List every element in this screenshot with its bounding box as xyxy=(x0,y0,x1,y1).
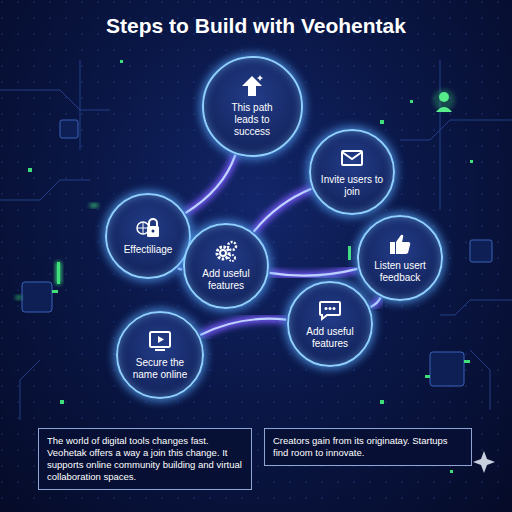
glowing-path xyxy=(186,155,236,213)
step-label: Secure the name online xyxy=(127,357,193,381)
info-text: Creators gain from its originatay. Start… xyxy=(273,435,463,459)
glowing-path xyxy=(178,268,182,270)
step-circle: Effectiliage xyxy=(105,193,191,279)
step-label: Add useful features xyxy=(297,326,363,350)
info-box: Creators gain from its originatay. Start… xyxy=(264,428,472,466)
step-circle: Invite users to join xyxy=(309,129,395,215)
path-core xyxy=(178,268,182,270)
path-core xyxy=(270,269,358,276)
info-box: The world of digital tools changes fast.… xyxy=(38,428,252,490)
step-circle: Secure the name online xyxy=(116,311,204,399)
glowing-path xyxy=(270,269,358,276)
step-circle: Add useful features xyxy=(183,223,269,309)
step-icon xyxy=(388,232,412,256)
step-icon xyxy=(340,146,364,170)
path-glow xyxy=(270,269,358,276)
path-core xyxy=(254,189,312,232)
path-core xyxy=(371,298,381,307)
step-icon xyxy=(240,74,264,98)
path-core xyxy=(200,319,286,335)
step-icon xyxy=(148,329,172,353)
step-label: Invite users to join xyxy=(319,174,385,198)
step-icon xyxy=(318,298,342,322)
step-label: Effectiliage xyxy=(115,244,181,256)
step-icon xyxy=(214,240,238,264)
step-label: Listen usert feedback xyxy=(367,260,433,284)
glowing-path xyxy=(254,189,312,232)
step-circle: This path leads to success xyxy=(202,56,303,157)
path-glow xyxy=(186,155,236,213)
step-circle: Listen usert feedback xyxy=(357,215,443,301)
sparkle-icon xyxy=(473,451,495,473)
glowing-path xyxy=(200,319,286,335)
glowing-path xyxy=(371,298,381,307)
step-label: This path leads to success xyxy=(219,102,285,138)
info-text: The world of digital tools changes fast.… xyxy=(47,435,243,483)
path-glow xyxy=(178,268,182,270)
step-icon xyxy=(136,216,160,240)
path-glow xyxy=(371,298,381,307)
path-glow xyxy=(254,189,312,232)
step-label: Add useful features xyxy=(193,268,259,292)
step-circle: Add useful features xyxy=(287,281,373,367)
path-glow xyxy=(200,319,286,335)
diagram-title: Steps to Build with Veohentak xyxy=(0,14,512,38)
path-core xyxy=(186,155,236,213)
